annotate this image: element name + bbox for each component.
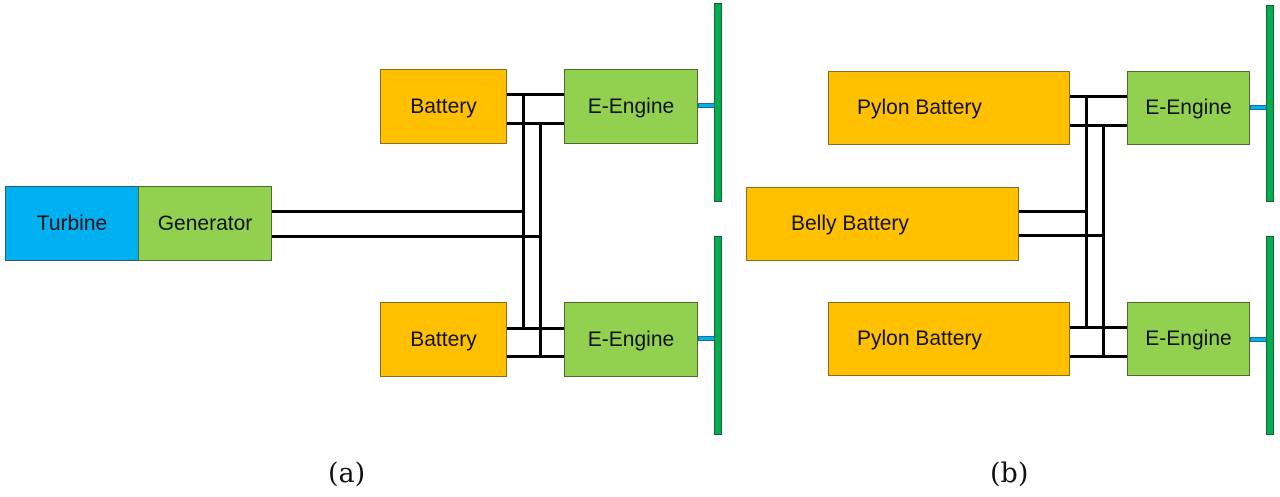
turbine-block: Turbine [5, 186, 139, 261]
bus-plus [522, 93, 525, 330]
turbine-label: Turbine [36, 211, 108, 235]
wire-bottom-pylon-plus [1070, 326, 1127, 329]
top-e-engine-label: E-Engine [587, 94, 675, 118]
wire-generator-minus [272, 235, 542, 238]
top-pylon-battery-block: Pylon Battery [828, 71, 1070, 145]
top-battery-label: Battery [410, 94, 477, 118]
bottom-propeller-icon [714, 236, 722, 435]
bus-plus-b [1085, 95, 1088, 329]
wire-belly-minus [1019, 234, 1103, 237]
wire-top-pylon-minus [1070, 124, 1127, 127]
bus-minus [539, 122, 542, 358]
top-propeller-icon [714, 3, 722, 202]
top-e-engine-b-block: E-Engine [1127, 71, 1250, 145]
caption-b: (b) [990, 458, 1029, 489]
belly-battery-block: Belly Battery [746, 187, 1019, 261]
belly-battery-label: Belly Battery [791, 212, 909, 235]
top-e-engine-b-label: E-Engine [1145, 96, 1232, 119]
bottom-e-engine-label: E-Engine [587, 327, 675, 351]
generator-block: Generator [138, 186, 272, 261]
bottom-pylon-battery-label: Pylon Battery [857, 327, 982, 350]
top-propeller-b-icon [1266, 5, 1274, 202]
wire-top-battery-minus [506, 122, 564, 125]
generator-label: Generator [157, 211, 253, 235]
wire-generator-plus [272, 210, 525, 213]
bottom-propeller-b-icon [1266, 236, 1274, 435]
bottom-e-engine-block: E-Engine [564, 302, 698, 377]
bottom-e-engine-b-label: E-Engine [1145, 327, 1232, 350]
wire-top-battery-plus [506, 93, 564, 96]
wire-bottom-battery-plus [506, 327, 564, 330]
wire-top-pylon-plus [1070, 95, 1127, 98]
bus-minus-b [1102, 124, 1105, 358]
wire-bottom-battery-minus [506, 355, 564, 358]
top-e-engine-block: E-Engine [564, 69, 698, 144]
bottom-battery-label: Battery [410, 327, 477, 351]
top-battery-block: Battery [380, 69, 507, 144]
bottom-e-engine-b-block: E-Engine [1127, 302, 1250, 376]
wire-belly-plus [1019, 210, 1087, 213]
wire-bottom-pylon-minus [1070, 355, 1127, 358]
top-pylon-battery-label: Pylon Battery [857, 96, 982, 119]
caption-a: (a) [328, 458, 366, 489]
bottom-pylon-battery-block: Pylon Battery [828, 302, 1070, 376]
bottom-battery-block: Battery [380, 302, 507, 377]
